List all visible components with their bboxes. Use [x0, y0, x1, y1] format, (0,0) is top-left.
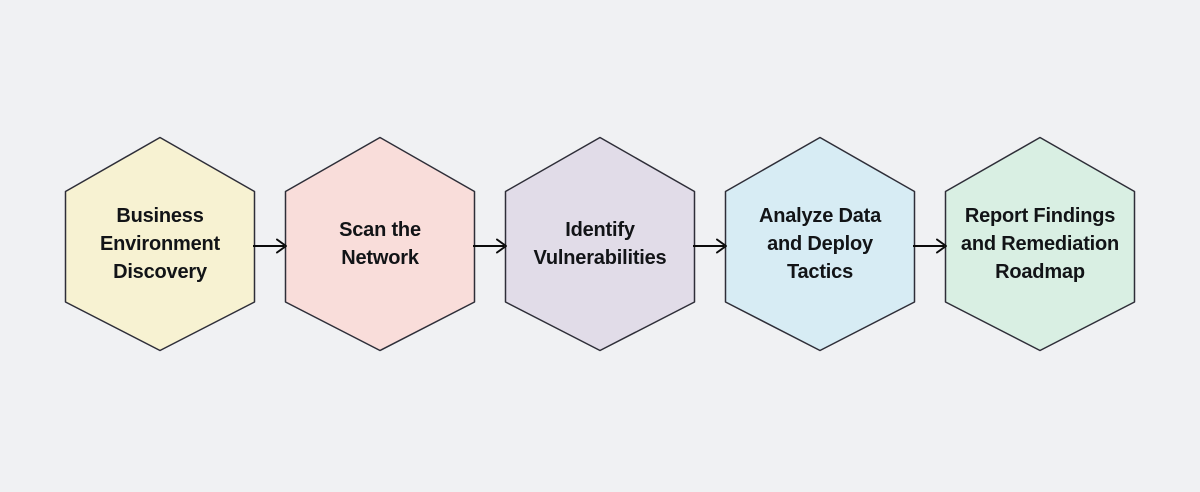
hexagon-shape	[64, 136, 256, 352]
hex-node-scan-the-network: Scan the Network	[284, 136, 476, 352]
arrow-head-icon	[276, 238, 287, 254]
hexagon	[504, 136, 696, 352]
node-label: Scan the Network	[339, 219, 421, 269]
flow-arrow-4	[913, 238, 947, 254]
hexagon-shape	[944, 136, 1136, 352]
flow-arrow-3	[693, 238, 727, 254]
flow-arrow-2	[473, 238, 507, 254]
arrow-head-icon	[716, 238, 727, 254]
hexagon	[284, 136, 476, 352]
node-label: Business Environment Discovery	[99, 205, 221, 283]
hex-node-report-findings-and-remediation-roadmap: Report Findings and Remediation Roadmap	[944, 136, 1136, 352]
hexagon-shape	[724, 136, 916, 352]
hexagon-shape	[284, 136, 476, 352]
arrow-head-icon	[936, 238, 947, 254]
hex-node-identify-vulnerabilities: Identify Vulnerabilities	[504, 136, 696, 352]
arrow-head-icon	[496, 238, 507, 254]
hex-node-analyze-data-and-deploy-tactics: Analyze Data and Deploy Tactics	[724, 136, 916, 352]
hexagon	[944, 136, 1136, 352]
hexagon	[724, 136, 916, 352]
flow-arrow-1	[253, 238, 287, 254]
node-label: Identify Vulnerabilities	[533, 219, 667, 269]
node-label: Analyze Data and Deploy Tactics	[758, 205, 882, 283]
hexagon	[64, 136, 256, 352]
hex-node-business-environment-discovery: Business Environment Discovery	[64, 136, 256, 352]
node-label: Report Findings and Remediation Roadmap	[960, 205, 1120, 283]
hexagon-shape	[504, 136, 696, 352]
